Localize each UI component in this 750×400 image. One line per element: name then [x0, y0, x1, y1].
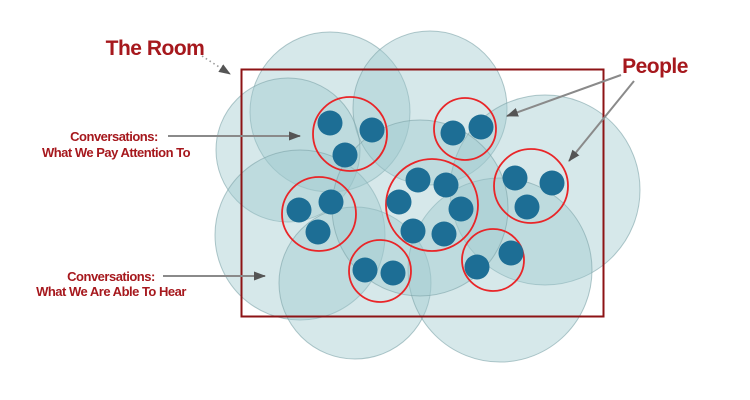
person-dot [440, 120, 466, 146]
person-dot [318, 189, 344, 215]
person-dot [468, 114, 494, 140]
conversation-group [281, 176, 357, 252]
person-dot [539, 170, 565, 196]
people-label: People [622, 55, 688, 78]
conversation-ring [493, 148, 569, 224]
conversation-ring [281, 176, 357, 252]
room-rectangle [240, 68, 605, 318]
attention-label-line1: Conversations: [70, 129, 158, 144]
room-label: The Room [106, 37, 205, 60]
conversation-ring [348, 239, 412, 303]
conversation-group [433, 97, 497, 161]
people-arrow-2 [568, 80, 635, 162]
person-dot [352, 257, 378, 283]
person-dot [332, 142, 358, 168]
conversation-ring [385, 158, 479, 252]
hear-label-line1: Conversations: [67, 269, 155, 284]
person-dot [317, 110, 343, 136]
person-dot [400, 218, 426, 244]
person-dot [405, 167, 431, 193]
annotation-arrows [163, 55, 635, 281]
conversation-ring [433, 97, 497, 161]
person-dot [380, 260, 406, 286]
person-dot [386, 189, 412, 215]
conversation-ring [461, 228, 525, 292]
person-dot [448, 196, 474, 222]
conversation-ring [312, 96, 388, 172]
conversation-group [312, 96, 388, 172]
attention-label-line2: What We Pay Attention To [42, 145, 191, 160]
people-arrow-1 [506, 74, 622, 117]
conversation-group [348, 239, 412, 303]
conversation-circles [281, 96, 569, 303]
person-dot [502, 165, 528, 191]
room-arrow [201, 55, 231, 75]
person-dot [431, 221, 457, 247]
hear-label-line2: What We Are Able To Hear [36, 284, 186, 299]
person-dot [498, 240, 524, 266]
hearing-range-circles [214, 30, 641, 363]
person-dot [514, 194, 540, 220]
conversation-group [385, 158, 479, 252]
labels: The Room People Conversations: What We P… [36, 37, 688, 299]
person-dot [464, 254, 490, 280]
person-dot [286, 197, 312, 223]
person-dot [359, 117, 385, 143]
person-dot [305, 219, 331, 245]
conversation-group [493, 148, 569, 224]
conversation-group [461, 228, 525, 292]
person-dot [433, 172, 459, 198]
